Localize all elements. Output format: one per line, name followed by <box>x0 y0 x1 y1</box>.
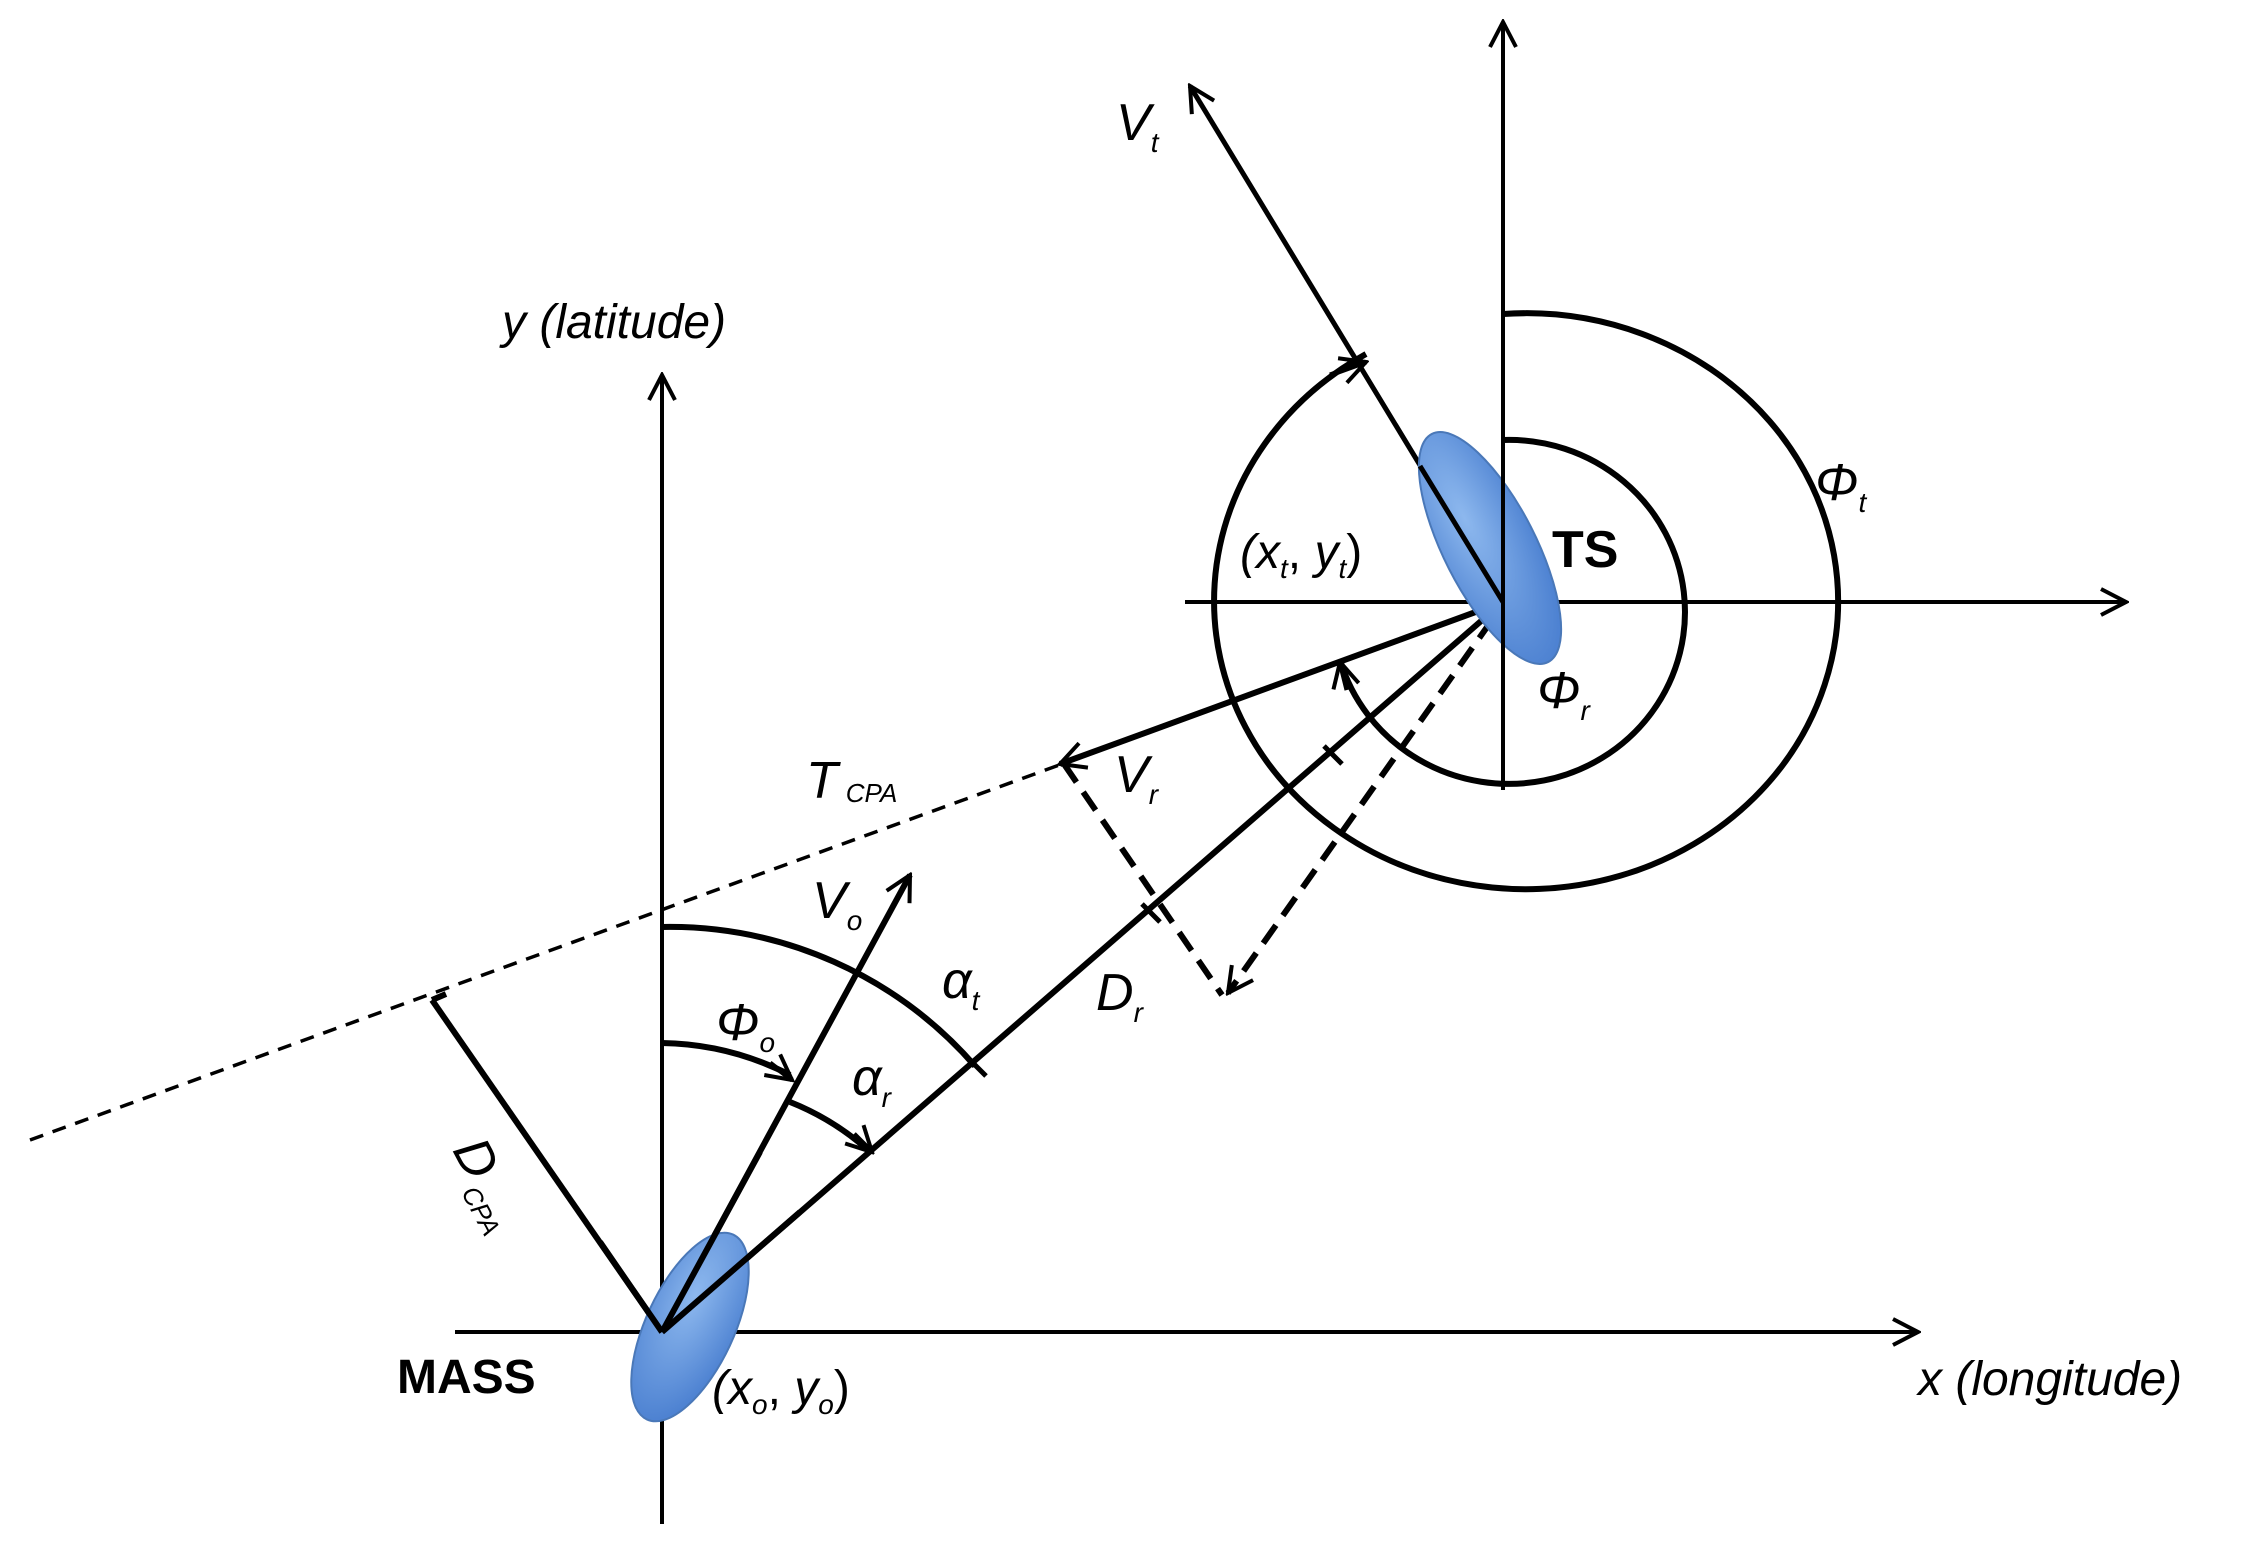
alpha-t-arc <box>661 923 978 1068</box>
phi-r-arc-arrow <box>1340 662 1347 691</box>
d-r-line <box>660 599 1505 1335</box>
phi-t-arc <box>1211 310 1842 893</box>
projection-dashed-1 <box>1061 762 1225 997</box>
own-position-label: (xo, yo) <box>712 1362 850 1420</box>
alpha-r-arc <box>788 1099 870 1153</box>
alpha-r-arrow <box>854 1134 872 1152</box>
v-r-label: Vr <box>1114 746 1160 810</box>
y-axis-label: y (latitude) <box>499 296 726 349</box>
ts-label: TS <box>1552 521 1618 579</box>
d-cpa-label-group: DCPA <box>436 1128 536 1240</box>
dcpa-tick <box>430 991 448 1003</box>
phi-t-label: Φt <box>1815 454 1868 518</box>
v-t-overlay <box>1417 464 1506 604</box>
v-o-overlay <box>659 1150 763 1334</box>
phi-r-label: Φr <box>1537 662 1592 726</box>
d-r-tick-2 <box>1322 744 1344 766</box>
v-t-label: Vt <box>1116 94 1160 158</box>
dcpa-overlay <box>597 1240 665 1334</box>
v-r-vector <box>1060 599 1505 764</box>
v-o-label: Vo <box>812 872 862 936</box>
d-r-tick-1 <box>1140 902 1162 924</box>
d-cpa-label: DCPA <box>436 1128 536 1240</box>
phi-o-arrow <box>770 1063 792 1080</box>
mass-label: MASS <box>397 1351 536 1404</box>
projection-dashed-2 <box>1228 618 1495 993</box>
alpha-t-tick <box>966 1056 988 1078</box>
target-position-label: (xt, yt) <box>1240 526 1362 584</box>
d-r-overlay <box>660 1209 802 1335</box>
tcpa-dashed-line <box>29 762 1063 1142</box>
alpha-t-label: αt <box>942 952 981 1016</box>
alpha-r-label: αr <box>852 1049 893 1113</box>
x-axis-label: x (longitude) <box>1916 1353 2182 1406</box>
phi-o-label: Φo <box>716 994 775 1058</box>
target-ship-icon <box>1417 431 1563 665</box>
d-r-label: Dr <box>1096 964 1145 1028</box>
phi-r-arc <box>1337 436 1688 787</box>
